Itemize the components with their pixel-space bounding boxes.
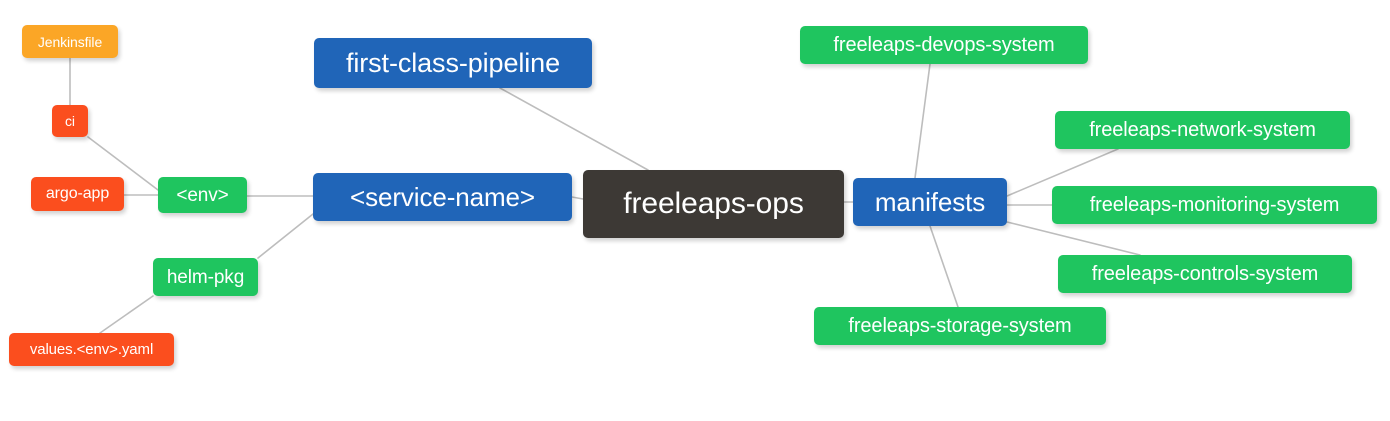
node-service-name[interactable]: <service-name>	[313, 173, 572, 221]
node-env[interactable]: <env>	[158, 177, 247, 213]
node-label-first-class-pipeline: first-class-pipeline	[345, 47, 561, 78]
node-freeleaps-ops[interactable]: freeleaps-ops	[583, 170, 844, 238]
node-values-yaml[interactable]: values.<env>.yaml	[9, 333, 174, 366]
node-freeleaps-controls-system[interactable]: freeleaps-controls-system	[1058, 255, 1352, 293]
edge-manifests-to-freeleaps-devops-system	[914, 63, 931, 179]
node-helm-pkg[interactable]: helm-pkg	[153, 258, 258, 296]
node-label-manifests: manifests	[874, 187, 986, 217]
edge-service-name-to-helm-pkg	[257, 213, 314, 259]
node-freeleaps-monitoring-system[interactable]: freeleaps-monitoring-system	[1052, 186, 1377, 224]
edge-manifests-to-freeleaps-storage-system	[929, 225, 959, 308]
edge-first-class-pipeline-to-freeleaps-ops	[499, 87, 649, 171]
node-label-jenkinsfile: Jenkinsfile	[37, 33, 103, 50]
node-first-class-pipeline[interactable]: first-class-pipeline	[314, 38, 592, 88]
node-label-values-yaml: values.<env>.yaml	[29, 341, 154, 358]
node-argo-app[interactable]: argo-app	[31, 177, 124, 211]
node-label-freeleaps-monitoring-system: freeleaps-monitoring-system	[1089, 194, 1340, 216]
node-label-service-name: <service-name>	[349, 182, 536, 212]
node-label-freeleaps-devops-system: freeleaps-devops-system	[833, 34, 1055, 56]
node-label-ci: ci	[65, 113, 75, 129]
edge-manifests-to-freeleaps-controls-system	[1006, 221, 1141, 256]
node-ci[interactable]: ci	[52, 105, 88, 137]
node-label-helm-pkg: helm-pkg	[166, 266, 245, 288]
node-label-freeleaps-network-system: freeleaps-network-system	[1089, 119, 1316, 141]
node-freeleaps-storage-system[interactable]: freeleaps-storage-system	[814, 307, 1106, 345]
node-freeleaps-network-system[interactable]: freeleaps-network-system	[1055, 111, 1350, 149]
node-label-env: <env>	[176, 184, 229, 206]
node-label-freeleaps-storage-system: freeleaps-storage-system	[848, 315, 1072, 337]
node-label-freeleaps-ops: freeleaps-ops	[623, 187, 804, 220]
node-manifests[interactable]: manifests	[853, 178, 1007, 226]
edge-helm-pkg-to-values-yaml	[99, 295, 154, 334]
node-label-freeleaps-controls-system: freeleaps-controls-system	[1091, 263, 1319, 285]
edge-service-name-to-freeleaps-ops	[571, 196, 584, 200]
node-freeleaps-devops-system[interactable]: freeleaps-devops-system	[800, 26, 1088, 64]
node-label-argo-app: argo-app	[45, 185, 110, 202]
node-jenkinsfile[interactable]: Jenkinsfile	[22, 25, 118, 58]
